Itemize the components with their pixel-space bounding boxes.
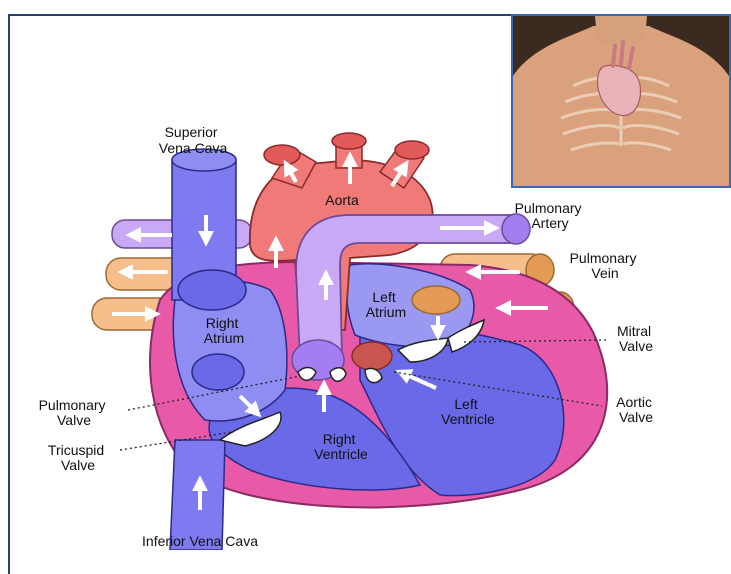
label-aorta: Aorta [325,192,359,208]
label-mitral-valve: Mitral Valve [617,323,655,354]
torso-illustration [513,16,729,186]
inferior-vena-cava-opening [192,354,244,390]
label-superior-vena-cava: Superior Vena Cava [159,124,228,156]
label-tricuspid-valve: Tricuspid Valve [48,442,108,473]
aortic-valve-opening [352,342,392,370]
label-pulmonary-valve: Pulmonary Valve [39,397,110,428]
torso-inset-image [511,14,731,188]
pulmonary-vein-opening [412,286,460,314]
heart-diagram-page: Superior Vena Cava Aorta Pulmonary Arter… [0,0,731,550]
label-pulmonary-vein: Pulmonary Vein [570,250,641,281]
label-inferior-vena-cava: Inferior Vena Cava [142,533,258,549]
label-aortic-valve: Aortic Valve [616,394,656,425]
label-right-atrium: Right Atrium [204,315,244,346]
